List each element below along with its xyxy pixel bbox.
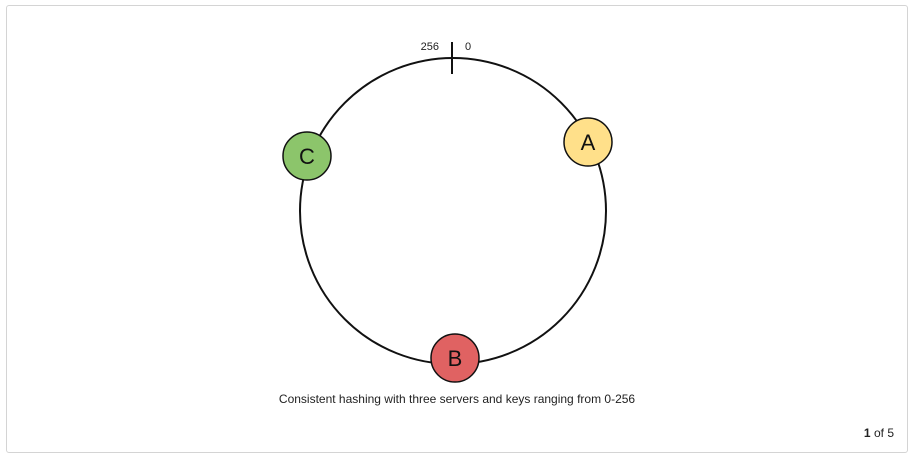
diagram-caption: Consistent hashing with three servers an… <box>278 392 636 406</box>
hash-ring <box>299 57 607 365</box>
ring-start-label: 0 <box>465 41 471 53</box>
server-node-c: C <box>282 131 332 181</box>
server-node-b-label: B <box>448 346 463 371</box>
server-node-c-circle <box>282 131 332 181</box>
ring-end-label: 256 <box>421 41 439 53</box>
pager-current: 1 <box>863 426 871 440</box>
slide-pager: 1 of 5 <box>864 426 894 440</box>
server-node-b: B <box>430 333 480 383</box>
server-node-a-label: A <box>581 130 596 155</box>
pager-separator: of <box>873 426 884 440</box>
server-node-b-circle <box>430 333 480 383</box>
server-node-a-circle <box>563 117 613 167</box>
pager-total: 5 <box>887 426 894 440</box>
server-node-c-label: C <box>299 144 315 169</box>
server-node-a: A <box>563 117 613 167</box>
